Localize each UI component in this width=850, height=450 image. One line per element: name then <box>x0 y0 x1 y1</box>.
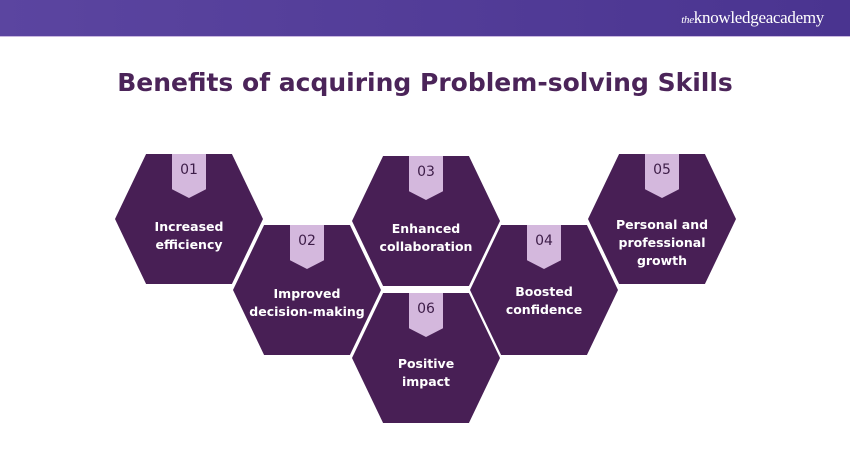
page-title: Benefits of acquiring Problem-solving Sk… <box>117 68 733 97</box>
number-tab <box>290 225 324 269</box>
logo-prefix: the <box>681 14 694 26</box>
benefit-label: Boosted confidence <box>505 284 583 317</box>
header-bar: theknowledgeacademy <box>0 0 850 37</box>
benefit-label: Personal and professional growth <box>615 217 709 268</box>
number-tab <box>409 293 443 337</box>
number-tab <box>409 156 443 200</box>
number-tab <box>172 154 206 198</box>
benefit-number: 05 <box>653 162 671 178</box>
benefit-number: 01 <box>180 162 198 178</box>
benefit-number: 02 <box>298 233 316 249</box>
brand-logo[interactable]: theknowledgeacademy <box>681 8 824 28</box>
benefit-number: 06 <box>417 301 435 317</box>
benefit-number: 04 <box>535 233 553 249</box>
benefit-number: 03 <box>417 164 435 180</box>
benefit-label: Enhanced collaboration <box>379 221 473 254</box>
logo-main: knowledgeacademy <box>693 8 825 27</box>
benefit-label: Positive impact <box>397 356 455 389</box>
number-tab <box>527 225 561 269</box>
number-tab <box>645 154 679 198</box>
benefit-label: Improved decision-making <box>249 286 365 319</box>
benefit-label: Increased efficiency <box>154 219 224 252</box>
